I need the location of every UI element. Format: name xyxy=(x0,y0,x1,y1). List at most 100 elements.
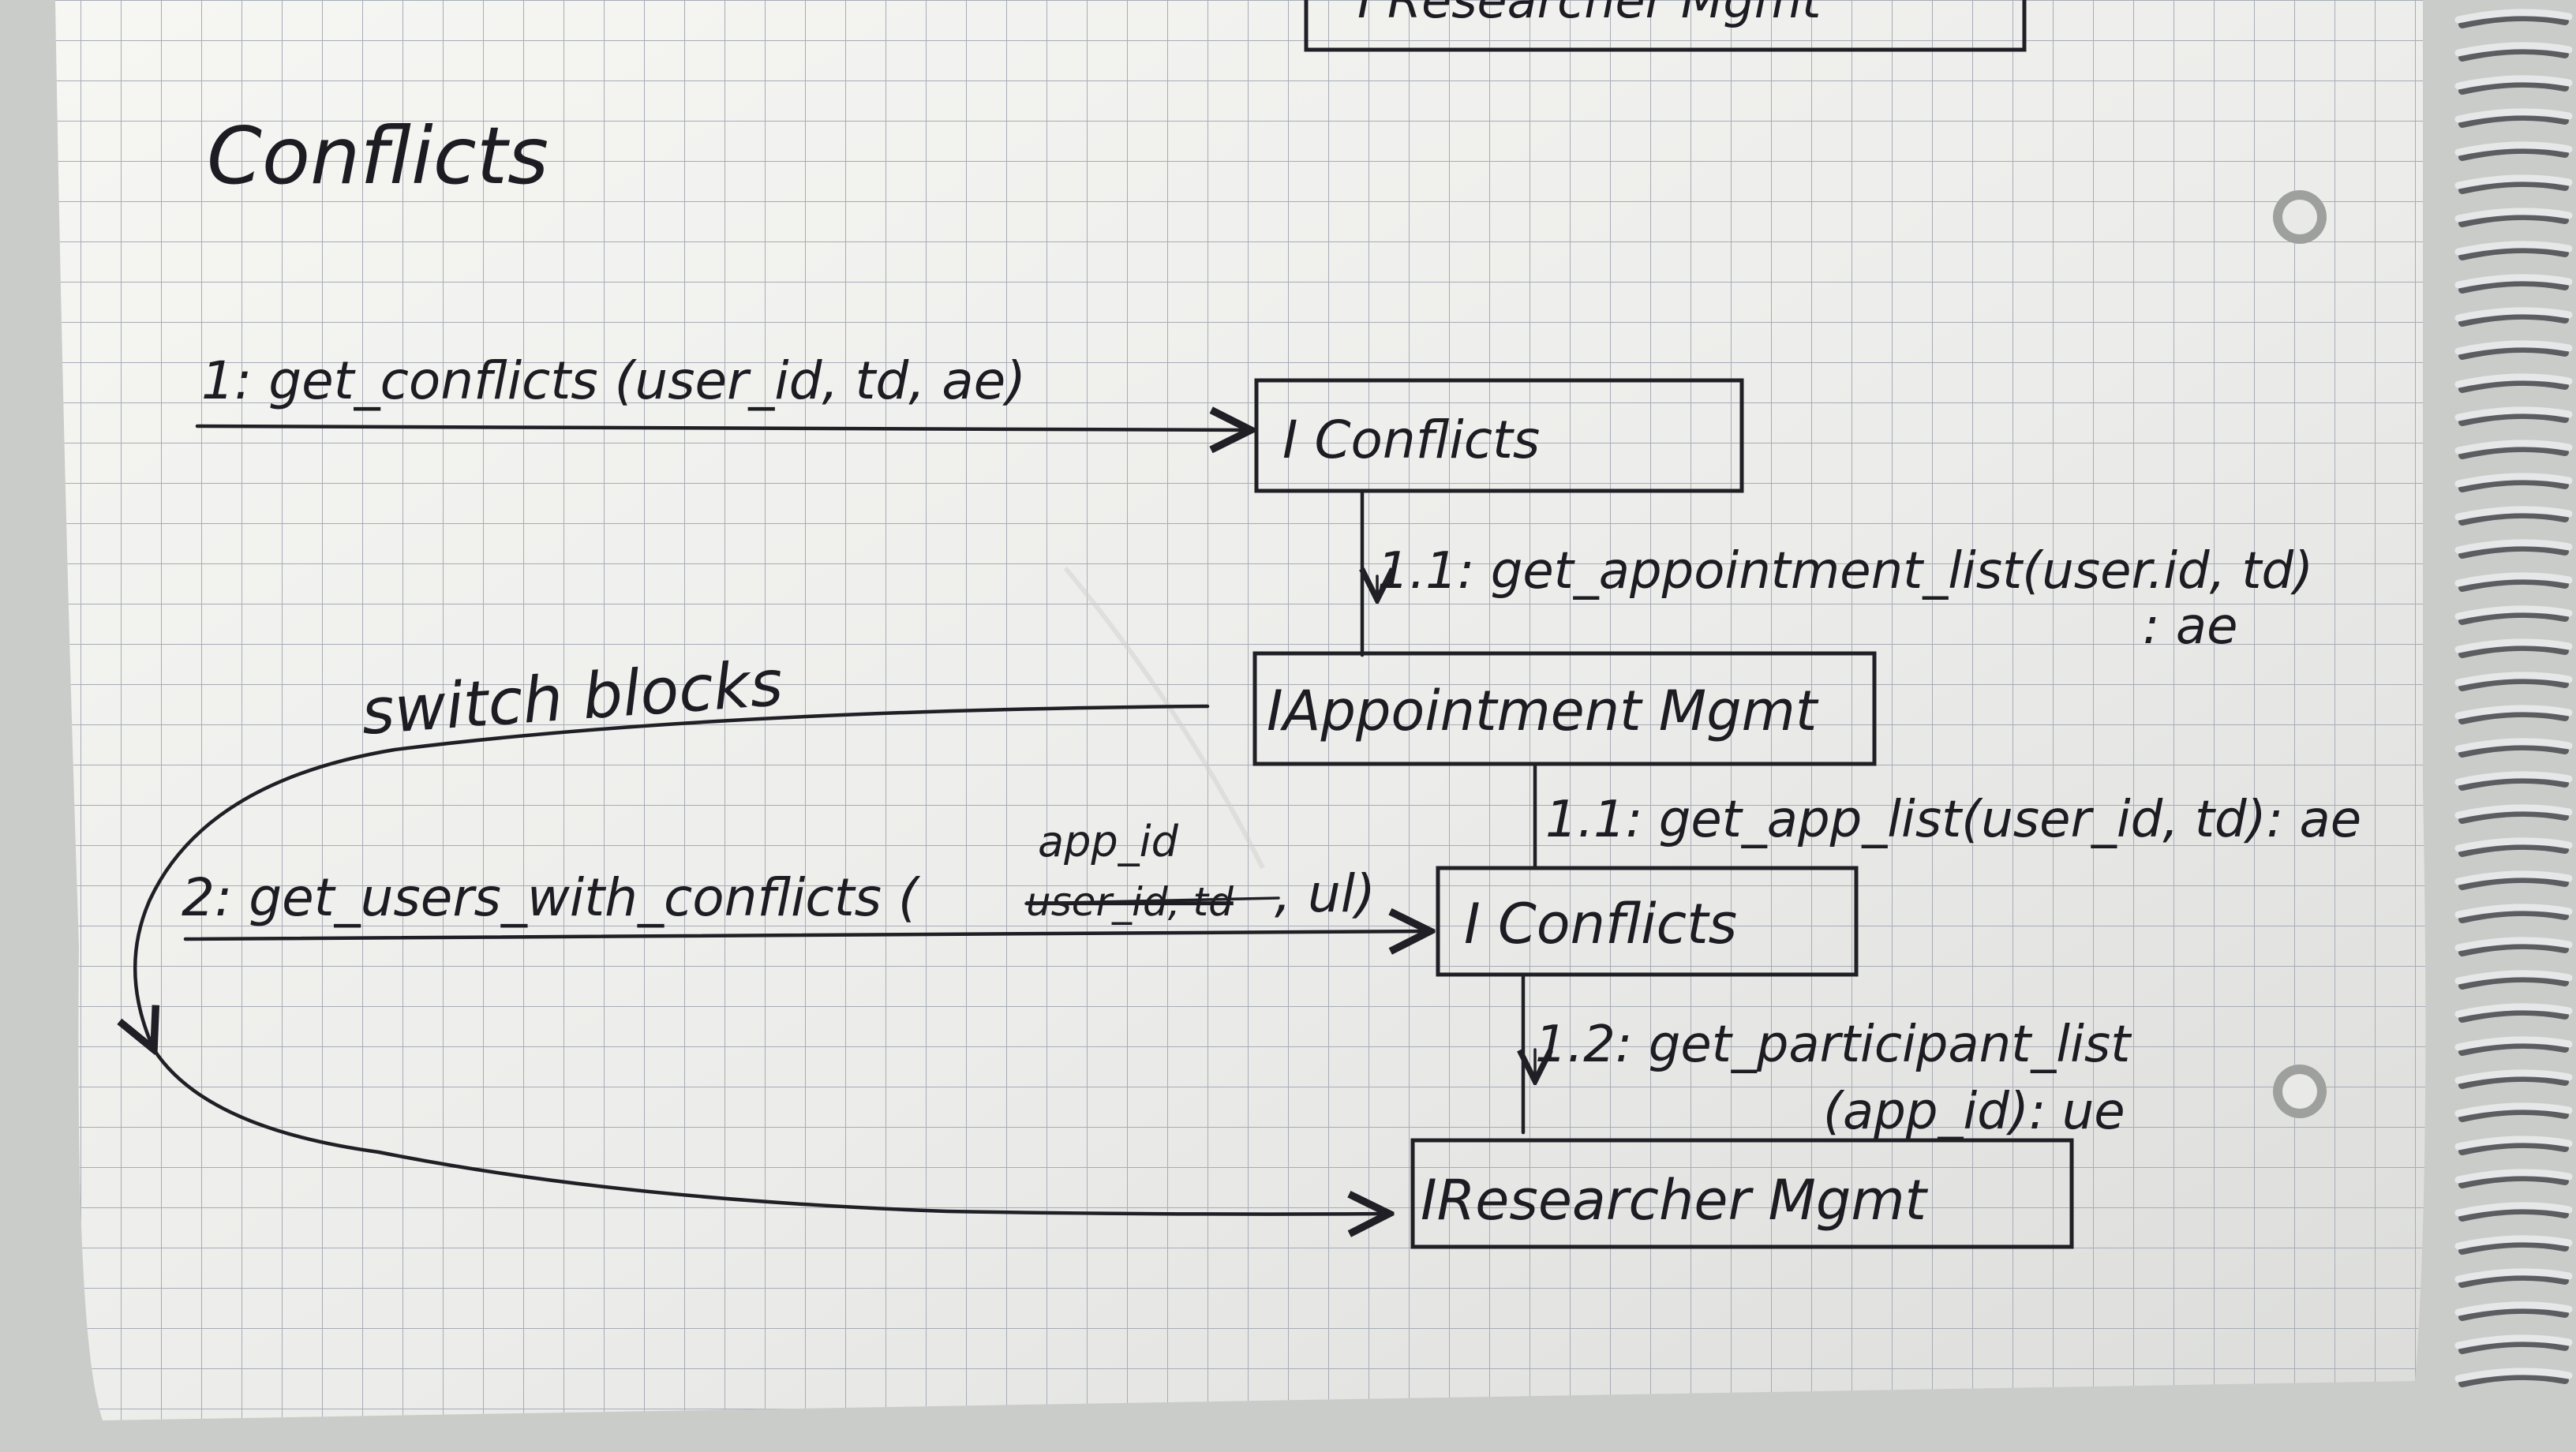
spiral-coil xyxy=(2454,208,2573,223)
spiral-coil xyxy=(2454,837,2573,852)
spiral-coil xyxy=(2458,1040,2569,1056)
punch-holes xyxy=(2273,190,2327,1118)
iconflicts-mid-label: I Conflicts xyxy=(1464,892,1737,956)
message-2-strike-line xyxy=(1024,896,1280,905)
spiral-coil xyxy=(2454,1136,2573,1151)
spiral-coil xyxy=(2458,46,2569,62)
spiral-coil xyxy=(2454,870,2573,885)
spiral-coil xyxy=(2458,112,2569,128)
spiral-coil xyxy=(2458,145,2569,161)
spiral-coil xyxy=(2454,9,2573,24)
message-1-1-label-line2: : ae xyxy=(2143,597,2238,656)
iconflicts-mid-box: I Conflicts xyxy=(1436,866,1859,977)
spiral-coil xyxy=(2458,642,2569,658)
spiral-coil xyxy=(2458,211,2569,227)
spiral-coil xyxy=(2458,1173,2569,1188)
spiral-coil xyxy=(2458,510,2569,526)
spiral-coil xyxy=(2458,178,2569,194)
message-1-label: 1: get_conflicts (user_id, td, ae) xyxy=(201,350,1026,411)
spiral-coil xyxy=(2458,874,2569,890)
iappointment-mgmt-box: IAppointment Mgmt xyxy=(1252,651,1877,766)
spiral-coil xyxy=(2458,1073,2569,1089)
spiral-coil xyxy=(2454,42,2573,57)
spiral-coil xyxy=(2458,245,2569,260)
spiral-coil xyxy=(2454,1102,2573,1117)
spiral-coil xyxy=(2458,1272,2569,1288)
spiral-coil xyxy=(2454,937,2573,952)
spiral-coil xyxy=(2454,970,2573,985)
spiral-coil xyxy=(2458,443,2569,459)
spiral-coil xyxy=(2454,75,2573,90)
spiral-coil xyxy=(2454,1036,2573,1051)
spiral-coil xyxy=(2454,340,2573,355)
spiral-coil xyxy=(2458,742,2569,758)
spiral-coil xyxy=(2458,1372,2569,1387)
message-1-2-label-line2: (app_id): ue xyxy=(1823,1083,2125,1141)
spiral-coil xyxy=(2454,904,2573,919)
spiral-coil xyxy=(2458,278,2569,294)
iconflicts-top-label: I Conflicts xyxy=(1282,410,1540,470)
spiral-coil xyxy=(2458,410,2569,426)
spiral-coil xyxy=(2458,675,2569,691)
spiral-coil xyxy=(2454,572,2573,587)
top-box-partial: I Researcher Mgmt xyxy=(1304,0,2027,52)
paper-sheet xyxy=(55,0,2426,1420)
spiral-coil xyxy=(2454,705,2573,720)
spiral-coil xyxy=(2454,141,2573,156)
spiral-coil xyxy=(2454,406,2573,421)
message-2-tail: , ul) xyxy=(1275,863,1376,924)
spiral-coil xyxy=(2454,771,2573,786)
message-1-1-mid-label: 1.1: get_app_list(user_id, td): ae xyxy=(1545,791,2361,849)
spiral-coil xyxy=(2454,1235,2573,1250)
spiral-coil xyxy=(2458,543,2569,559)
spiral-coil xyxy=(2454,1334,2573,1349)
spiral-coil xyxy=(2454,1003,2573,1018)
spiral-coil xyxy=(2454,473,2573,488)
spiral-coil xyxy=(2458,908,2569,923)
spiral-coil xyxy=(2458,1206,2569,1222)
spiral-coil xyxy=(2458,808,2569,824)
spiral-coil xyxy=(2458,311,2569,327)
spiral-coil xyxy=(2458,79,2569,95)
spiral-coil xyxy=(2458,344,2569,360)
message-2-arrow xyxy=(183,931,1430,939)
spiral-coil xyxy=(2454,1268,2573,1283)
spiral-coil xyxy=(2458,1140,2569,1155)
page-title: Conflicts xyxy=(207,110,549,202)
spiral-coil xyxy=(2458,1007,2569,1023)
spiral-coil xyxy=(2458,1338,2569,1354)
spiral-coil xyxy=(2458,974,2569,990)
message-2-label: 2: get_users_with_conflicts ( xyxy=(182,867,921,928)
iappointment-mgmt-label: IAppointment Mgmt xyxy=(1267,679,1819,743)
spiral-coil xyxy=(2458,1106,2569,1122)
spiral-coil xyxy=(2454,539,2573,554)
spiral-coil xyxy=(2454,1069,2573,1084)
spiral-coil xyxy=(2454,274,2573,289)
spiral-coil xyxy=(2454,1368,2573,1383)
spiral-coil xyxy=(2454,672,2573,687)
spiral-binding xyxy=(2454,9,2573,1387)
iconflicts-top-box: I Conflicts xyxy=(1254,378,1744,493)
spiral-coil xyxy=(2454,738,2573,753)
switch-curve-lower xyxy=(152,1047,1389,1214)
iresearcher-mgmt-label: IResearcher Mgmt xyxy=(1421,1168,1929,1233)
spiral-coil xyxy=(2454,241,2573,256)
spiral-coil xyxy=(2454,506,2573,521)
iresearcher-mgmt-box: IResearcher Mgmt xyxy=(1410,1138,2074,1249)
spiral-coil xyxy=(2458,709,2569,724)
spiral-coil xyxy=(2454,1169,2573,1184)
spiral-coil xyxy=(2454,1301,2573,1316)
spiral-coil xyxy=(2454,373,2573,388)
top-box-label: I Researcher Mgmt xyxy=(1357,0,1823,29)
spiral-coil xyxy=(2458,941,2569,956)
message-1-arrow xyxy=(195,426,1251,430)
spiral-coil xyxy=(2458,1305,2569,1321)
spiral-coil xyxy=(2458,841,2569,857)
message-1-2-label-line1: 1.2: get_participant_list xyxy=(1535,1016,2132,1074)
message-2-insert: app_id xyxy=(1038,817,1179,866)
spiral-coil xyxy=(2454,638,2573,653)
spiral-coil xyxy=(2458,576,2569,592)
spiral-coil xyxy=(2458,775,2569,791)
switch-curve-upper xyxy=(135,704,1210,1050)
